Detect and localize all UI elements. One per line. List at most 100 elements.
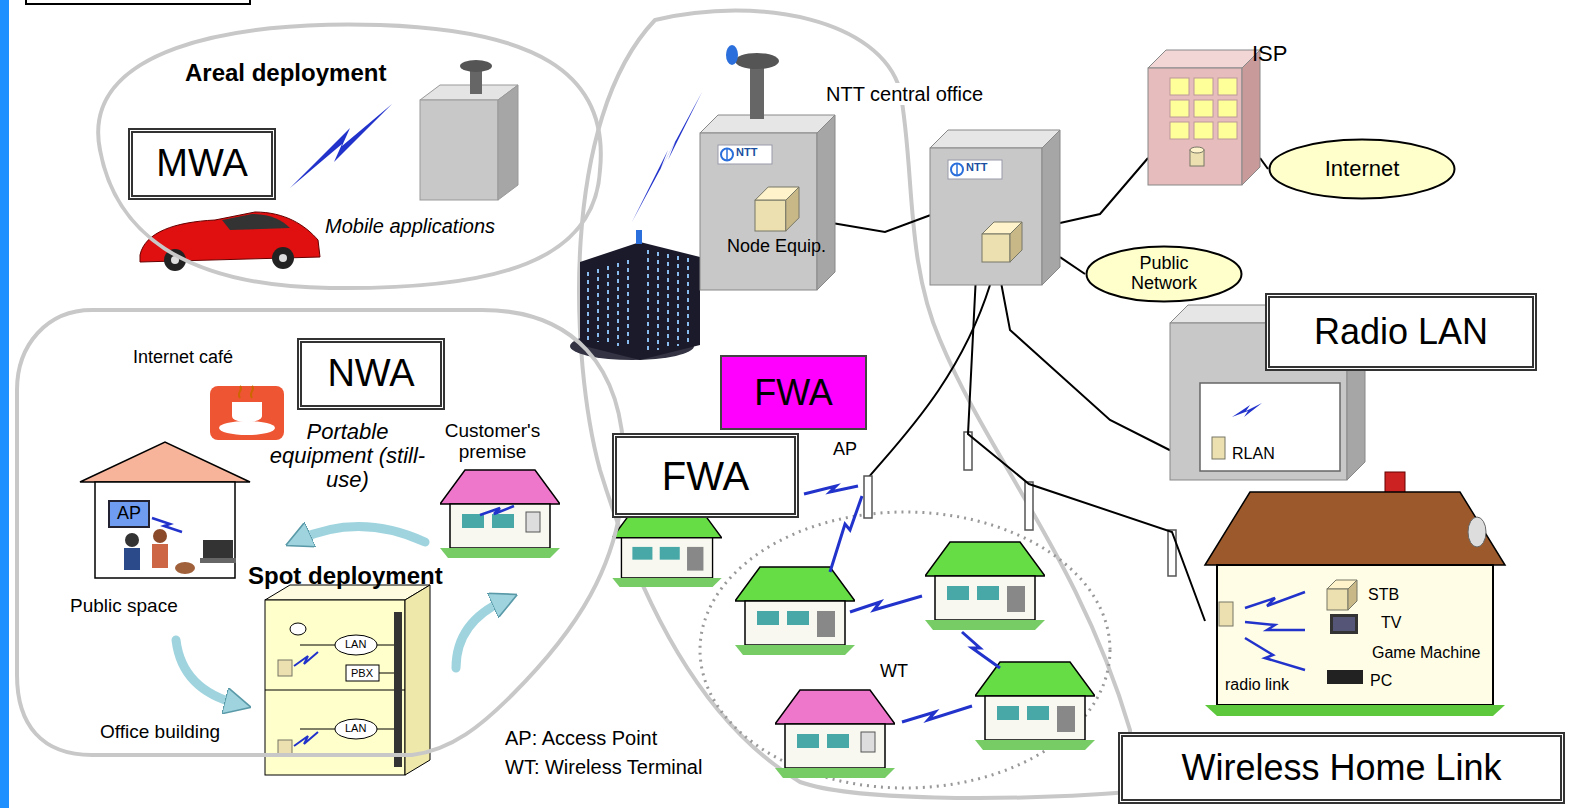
central-office-building-shape xyxy=(930,148,1042,285)
home-house-shape xyxy=(1245,638,1305,670)
node-text: Radio LAN xyxy=(1314,312,1488,352)
node-text: TV xyxy=(1381,614,1401,632)
ap-wire xyxy=(868,285,990,478)
node-text: Spot deployment xyxy=(248,563,443,589)
public-space-house xyxy=(152,544,168,568)
cafe-icon xyxy=(219,421,275,435)
office-building xyxy=(300,645,394,729)
central-office-building-shape xyxy=(1042,130,1060,285)
isp-building-shape xyxy=(1148,50,1260,185)
office-building xyxy=(265,690,405,691)
label: LAN xyxy=(345,638,366,650)
label: Office building xyxy=(100,722,220,743)
region-blob: Spot deployment NWA AP xyxy=(12,305,627,760)
radio-bolt xyxy=(830,496,862,572)
public-space-house xyxy=(175,562,195,574)
network-ellipse: Public Network xyxy=(1085,245,1243,303)
office-building xyxy=(265,585,430,775)
office-tower xyxy=(588,250,688,352)
office-building xyxy=(278,660,292,676)
home-house-shape xyxy=(1219,602,1233,626)
node-text: Internet xyxy=(1325,157,1400,181)
label: Portable equipment (still-use) xyxy=(265,420,430,493)
home-house-shape xyxy=(1205,492,1505,565)
label: Customer's premise xyxy=(425,421,560,463)
central-office-building-shape xyxy=(1010,222,1022,262)
label: Internet café xyxy=(133,348,233,368)
isp-building: ISP xyxy=(1148,50,1260,185)
label: AP: Access Point xyxy=(505,727,657,749)
wt-houses xyxy=(612,507,721,587)
radio-lan-building-shape xyxy=(1200,383,1340,471)
label: Public space xyxy=(70,596,178,617)
wt-group-outline xyxy=(700,512,1110,788)
home-house-shape xyxy=(1245,592,1305,670)
cable-connector xyxy=(835,215,930,232)
radio-lan-building-shape xyxy=(1212,437,1225,459)
isp-building-shape xyxy=(1170,100,1189,117)
fwa-region-outline xyxy=(579,11,1130,798)
portable-arrows xyxy=(456,600,505,668)
office-building xyxy=(265,600,405,775)
cafe-icon xyxy=(210,386,284,440)
node-text: NWA xyxy=(327,353,414,395)
public-space-house xyxy=(124,548,140,570)
node-text: RLAN xyxy=(1232,445,1275,463)
central-office-building-shape xyxy=(700,115,835,133)
isp-building-shape xyxy=(1218,122,1237,139)
central-office-building-shape xyxy=(786,187,799,231)
utility-pole xyxy=(864,432,1176,576)
central-office-building-shape xyxy=(750,63,764,119)
office-building xyxy=(290,623,306,635)
cafe-icon xyxy=(239,386,253,398)
node-text: STB xyxy=(1368,586,1399,604)
home-house-shape xyxy=(1468,517,1486,547)
utility-pole xyxy=(1025,482,1033,530)
central-office-building-shape xyxy=(718,145,772,164)
central-office-building-shape xyxy=(735,53,779,69)
radio-bolt xyxy=(804,486,858,494)
node-text: NTT xyxy=(966,161,987,173)
public-space-house xyxy=(153,529,167,543)
radio-lan-building-shape xyxy=(1232,403,1262,417)
office-building xyxy=(394,612,402,767)
base-station-building xyxy=(498,85,518,200)
radio-bolt xyxy=(804,486,1000,722)
central-office-building-shape xyxy=(930,130,1060,148)
customer-premise-house xyxy=(440,470,560,558)
car xyxy=(140,212,320,271)
node-text: Game Machine xyxy=(1372,644,1481,662)
central-office-building-shape xyxy=(951,164,963,176)
central-office-building: NTT central officeNTTNode Equip. xyxy=(700,115,835,290)
public-space-house xyxy=(203,540,233,558)
cable-connector xyxy=(1060,257,1085,274)
central-office-building-shape xyxy=(817,115,835,290)
isp-building-shape xyxy=(1170,78,1189,95)
node-text: FWA xyxy=(754,373,833,413)
node-text: Public Network xyxy=(1109,254,1219,294)
home-house-shape xyxy=(1217,565,1493,705)
base-station-building xyxy=(460,60,492,72)
access-point-box: AP xyxy=(108,500,150,528)
wireless-home-link-box: Wireless Home Link xyxy=(1118,732,1565,804)
node-text: AP xyxy=(117,504,141,524)
radio-bolt xyxy=(632,92,702,222)
node-text: Wireless Home Link xyxy=(1181,748,1501,788)
home-house-shape xyxy=(1333,617,1355,631)
fwa-region-outline xyxy=(579,11,1130,798)
public-space-house xyxy=(80,442,250,482)
isp-building-shape xyxy=(1170,122,1189,139)
public-space-house xyxy=(200,558,236,563)
office-tower xyxy=(636,230,642,244)
customer-premise-house xyxy=(480,506,514,515)
region-blob: Areal deploymentMobile applicationsMWA xyxy=(80,10,615,295)
office-tower xyxy=(570,230,700,360)
label: AP xyxy=(833,440,857,460)
central-office-building-shape xyxy=(700,115,835,290)
wt-houses xyxy=(612,507,1095,778)
home-house-shape xyxy=(1245,622,1305,630)
isp-building-shape xyxy=(1218,78,1237,95)
wt-houses xyxy=(735,567,855,655)
home-house-shape xyxy=(1327,589,1348,610)
